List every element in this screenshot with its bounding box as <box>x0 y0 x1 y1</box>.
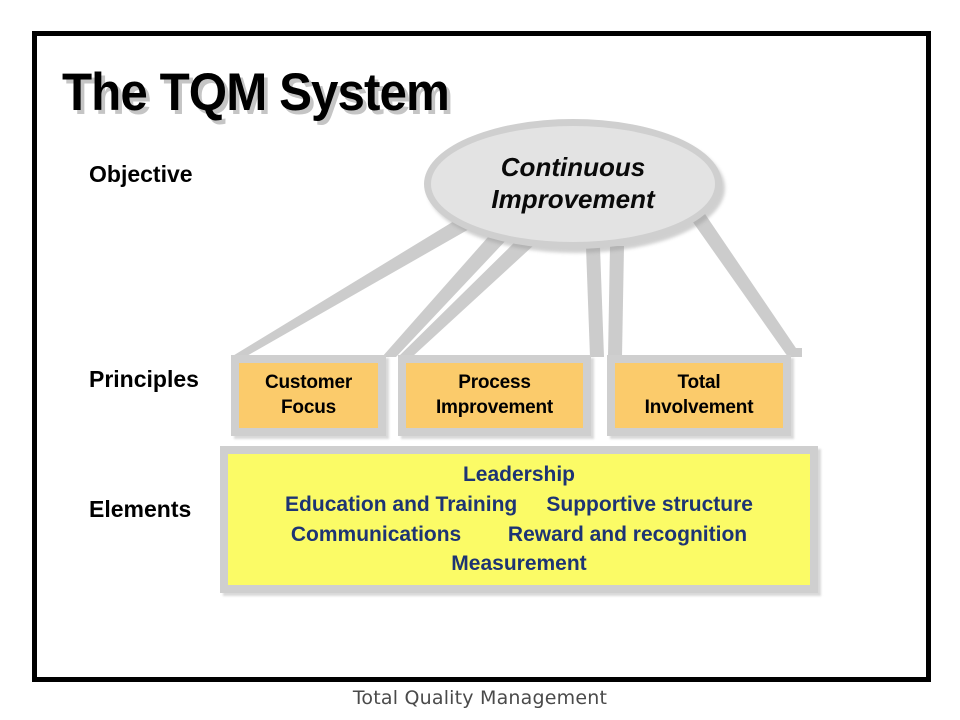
principle-process-improvement-line-2: Improvement <box>435 396 554 418</box>
objective-line-2: Improvement <box>491 184 655 214</box>
principle-total-involvement-line-2: Involvement <box>644 396 754 418</box>
principle-customer-focus-line-1: Customer <box>264 372 353 394</box>
principle-box-process-improvement[interactable]: Process Improvement <box>398 355 591 436</box>
principle-box-customer-focus-inner: Customer Focus <box>239 363 378 428</box>
row-label-elements: Elements <box>89 496 192 522</box>
principle-process-improvement-line-1: Process <box>458 372 531 394</box>
slide-caption: Total Quality Management <box>352 687 608 709</box>
slide-frame-border <box>32 31 931 682</box>
row-label-principles: Principles <box>89 366 199 392</box>
principle-box-total-involvement[interactable]: Total Involvement <box>607 355 791 436</box>
elements-line-1: Leadership <box>462 462 576 486</box>
objective-ellipse[interactable]: Continuous Improvement <box>424 119 722 249</box>
elements-box-inner: Leadership Education and Training Suppor… <box>228 454 810 585</box>
principle-total-involvement-line-1: Total <box>677 372 721 394</box>
principle-box-total-involvement-inner: Total Involvement <box>615 363 783 428</box>
row-label-objective: Objective <box>89 161 193 187</box>
elements-line-4: Measurement <box>451 552 587 576</box>
objective-line-1: Continuous <box>500 152 646 183</box>
principle-box-process-improvement-inner: Process Improvement <box>406 363 583 428</box>
elements-box[interactable]: Leadership Education and Training Suppor… <box>220 446 818 593</box>
principle-box-customer-focus[interactable]: Customer Focus <box>231 355 386 436</box>
elements-line-2: Education and Training Supportive struct… <box>285 492 753 516</box>
page-title: The TQM System <box>62 63 450 122</box>
principle-customer-focus-line-2: Focus <box>281 396 336 418</box>
elements-line-3: Communications Reward and recognition <box>290 522 748 546</box>
